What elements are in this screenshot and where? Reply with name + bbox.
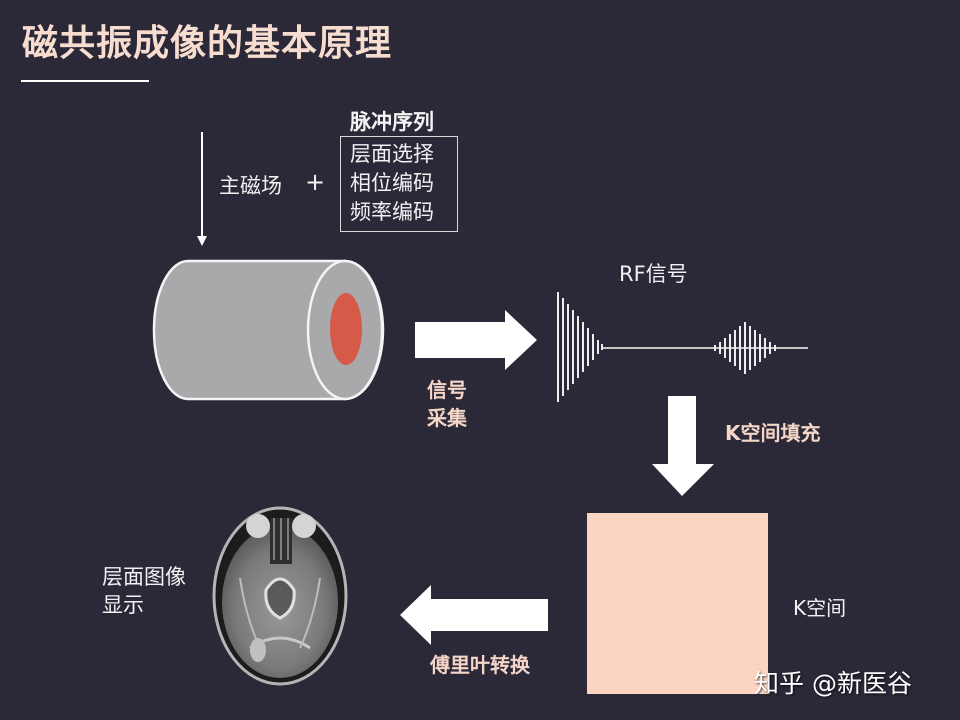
rf-signal-waveform-icon — [557, 292, 808, 402]
left-arrow-icon — [400, 585, 548, 645]
watermark: 知乎 @新医谷 — [754, 669, 912, 698]
pulse-sequence-title: 脉冲序列 — [350, 110, 434, 134]
mri-scanner-cylinder-icon — [152, 259, 385, 401]
signal-acquisition-label: 信号 采集 — [427, 376, 467, 432]
pulse-item-slice-selection: 层面选择 — [350, 142, 434, 166]
main-field-arrow-icon — [197, 132, 207, 246]
k-space-square — [587, 513, 768, 694]
k-space-label: K空间 — [793, 596, 847, 620]
fourier-transform-label: 傅里叶转换 — [430, 653, 530, 677]
brain-mri-slice-image — [212, 506, 348, 686]
slice-image-display-label: 层面图像 显示 — [102, 563, 186, 619]
plus-sign: + — [305, 168, 326, 196]
page-title: 磁共振成像的基本原理 — [22, 23, 393, 64]
down-arrow-icon — [652, 396, 714, 496]
pulse-item-frequency-encoding: 频率编码 — [350, 200, 434, 224]
slice-image-display-line1: 层面图像 — [102, 565, 186, 589]
title-underline — [21, 80, 149, 82]
slice-image-display-line2: 显示 — [102, 593, 144, 617]
pulse-sequence-box: 层面选择 相位编码 频率编码 — [340, 136, 458, 232]
k-space-filling-label: K空间填充 — [725, 421, 821, 445]
rf-signal-label: RF信号 — [619, 262, 688, 286]
right-arrow-icon — [415, 310, 537, 370]
signal-acquisition-line2: 采集 — [427, 406, 467, 430]
main-field-label: 主磁场 — [219, 174, 282, 198]
signal-acquisition-line1: 信号 — [427, 378, 467, 402]
pulse-item-phase-encoding: 相位编码 — [350, 171, 434, 195]
